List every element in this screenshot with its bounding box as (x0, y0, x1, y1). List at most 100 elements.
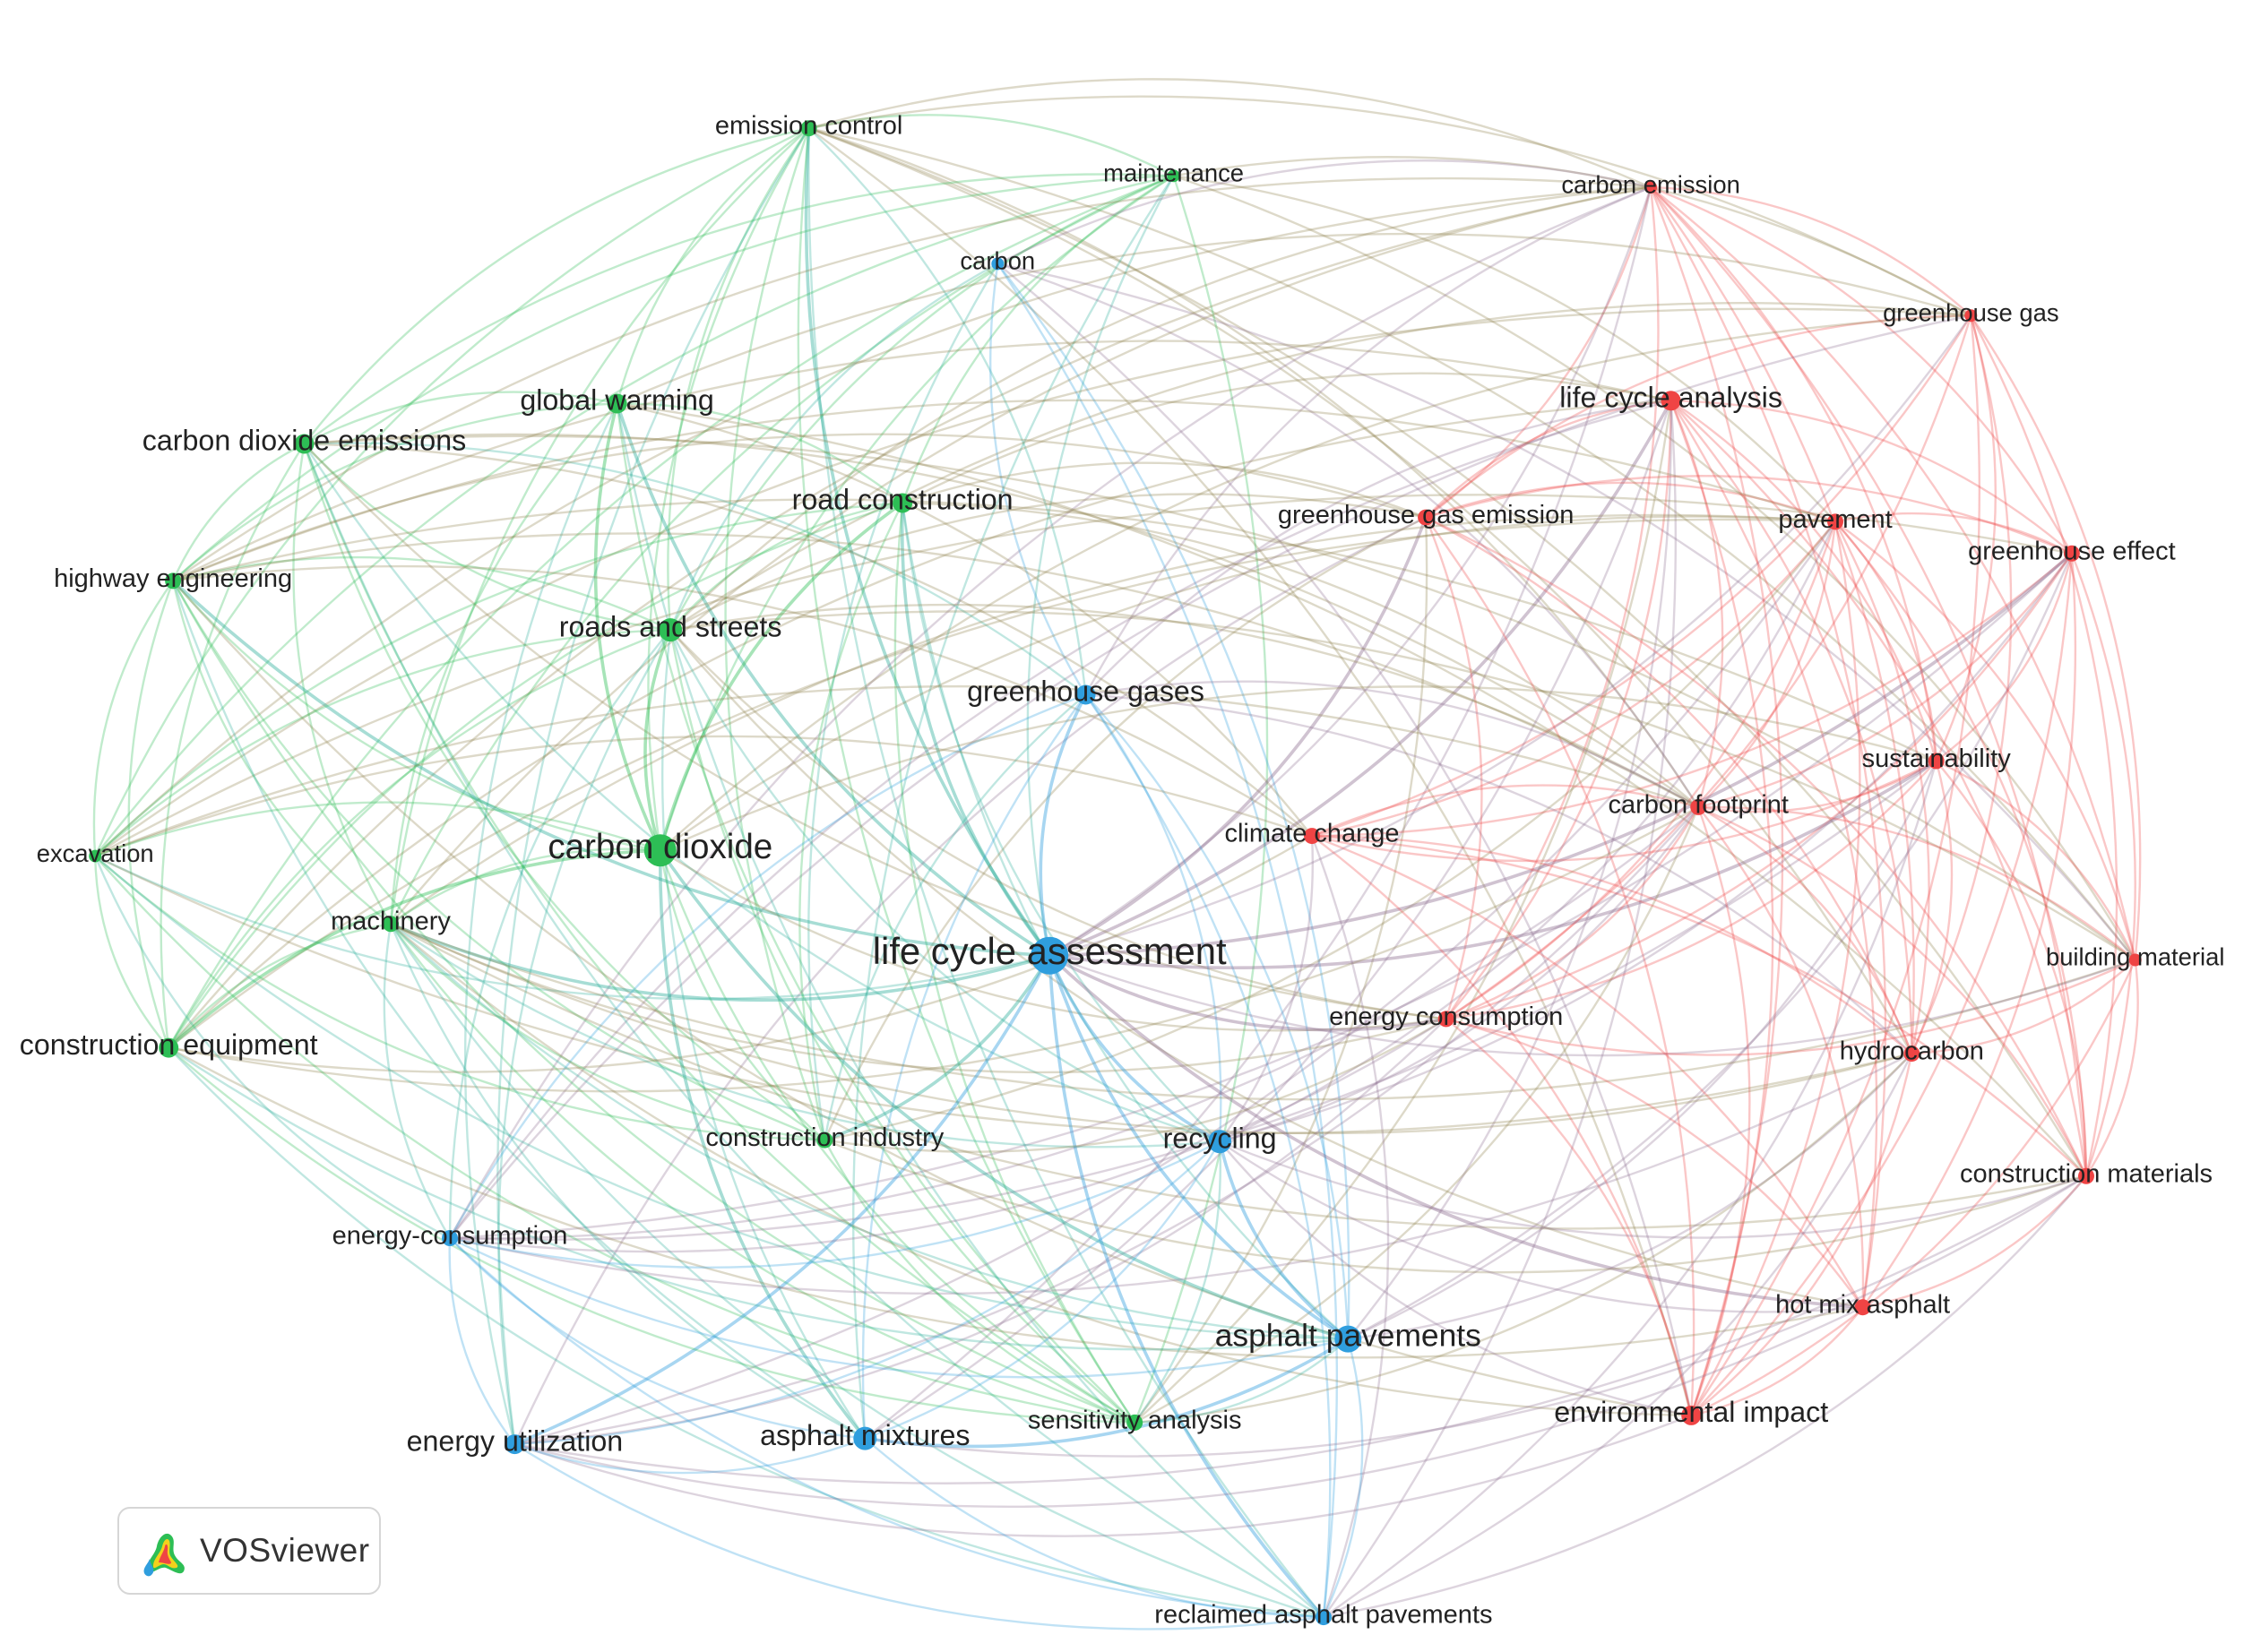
network-edge (1424, 516, 1695, 1417)
node-label-sensitivity-analysis[interactable]: sensitivity analysis (1028, 1406, 1242, 1434)
node-label-asphalt-pavements[interactable]: asphalt pavements (1215, 1318, 1481, 1354)
network-edge (94, 628, 672, 857)
node-carbon-dioxide-emissions[interactable] (294, 434, 315, 454)
network-edge (168, 834, 1314, 1073)
network-edge (94, 185, 1652, 857)
node-life-cycle-analysis[interactable] (1661, 391, 1681, 411)
network-edge (1697, 805, 1913, 1055)
node-label-carbon-footprint[interactable]: carbon footprint (1608, 790, 1789, 819)
node-emission-control[interactable] (800, 120, 817, 137)
node-pavement[interactable] (1827, 513, 1843, 530)
node-greenhouse-gas[interactable] (1964, 309, 1978, 323)
node-carbon-emission[interactable] (1644, 181, 1658, 194)
node-carbon-footprint[interactable] (1690, 798, 1707, 815)
node-energy-hyphen-consumption[interactable] (442, 1230, 458, 1246)
node-sensitivity-analysis[interactable] (1126, 1414, 1143, 1431)
node-label-carbon-emission[interactable]: carbon emission (1561, 170, 1739, 198)
node-label-construction-materials[interactable]: construction materials (1960, 1159, 2213, 1188)
node-greenhouse-gases[interactable] (1075, 684, 1096, 705)
node-excavation[interactable] (89, 849, 102, 863)
node-recycling[interactable] (1208, 1130, 1232, 1154)
node-label-sustainability[interactable]: sustainability (1862, 744, 2012, 773)
node-label-environmental-impact[interactable]: environmental impact (1554, 1396, 1828, 1428)
node-label-greenhouse-gases[interactable]: greenhouse gases (967, 675, 1204, 708)
node-label-machinery[interactable]: machinery (331, 908, 451, 936)
node-energy-consumption[interactable] (1437, 1011, 1454, 1028)
network-edge (94, 494, 2074, 857)
node-label-hot-mix-asphalt[interactable]: hot mix asphalt (1775, 1291, 1950, 1320)
node-label-carbon-dioxide[interactable]: carbon dioxide (548, 828, 772, 866)
node-highway-engineering[interactable] (165, 572, 182, 589)
node-label-life-cycle-assessment[interactable]: life cycle assessment (873, 930, 1227, 972)
node-label-reclaimed-asphalt-pavements[interactable]: reclaimed asphalt pavements (1154, 1601, 1492, 1630)
node-asphalt-mixtures[interactable] (853, 1426, 877, 1450)
node-label-construction-equipment[interactable]: construction equipment (20, 1028, 318, 1061)
network-edge (798, 502, 904, 1141)
node-sustainability[interactable] (1928, 753, 1945, 770)
node-label-emission-control[interactable]: emission control (715, 112, 903, 141)
node-hydrocarbon[interactable] (1903, 1045, 1920, 1063)
node-construction-equipment[interactable] (159, 1037, 179, 1058)
node-carbon[interactable] (991, 257, 1005, 271)
network-edge (1670, 400, 1937, 762)
network-edge (448, 314, 1972, 1240)
node-hot-mix-asphalt[interactable] (1854, 1299, 1871, 1316)
node-label-recycling[interactable]: recycling (1163, 1122, 1277, 1154)
network-edge (1697, 521, 1837, 809)
network-edge (824, 1018, 1447, 1153)
network-edge (1134, 1052, 1913, 1424)
node-maintenance[interactable] (1167, 169, 1180, 183)
node-reclaimed-asphalt-pavements[interactable] (1315, 1609, 1332, 1626)
node-label-hydrocarbon[interactable]: hydrocarbon (1840, 1037, 1984, 1066)
node-label-roads-and-streets[interactable]: roads and streets (559, 610, 782, 642)
node-roads-and-streets[interactable] (659, 618, 683, 642)
node-climate-change[interactable] (1304, 828, 1320, 845)
node-label-greenhouse-gas-emission[interactable]: greenhouse gas emission (1278, 501, 1574, 529)
node-label-highway-engineering[interactable]: highway engineering (54, 564, 292, 593)
node-label-asphalt-mixtures[interactable]: asphalt mixtures (760, 1419, 970, 1451)
node-label-life-cycle-analysis[interactable]: life cycle analysis (1559, 382, 1782, 414)
vosviewer-logo-button[interactable]: VOSviewer (117, 1507, 381, 1595)
node-label-carbon[interactable]: carbon (960, 247, 1035, 275)
network-edge (616, 402, 2088, 1177)
node-label-greenhouse-gas[interactable]: greenhouse gas (1883, 299, 2058, 327)
node-construction-materials[interactable] (2078, 1167, 2094, 1184)
node-label-building-material[interactable]: building material (2046, 943, 2224, 971)
node-carbon-dioxide[interactable] (643, 834, 677, 867)
node-label-excavation[interactable]: excavation (37, 839, 154, 867)
node-energy-utilization[interactable] (505, 1434, 525, 1455)
node-label-climate-change[interactable]: climate change (1224, 820, 1399, 848)
node-label-energy-hyphen-consumption[interactable]: energy-consumption (332, 1222, 568, 1251)
node-global-warming[interactable] (607, 393, 627, 414)
node-environmental-impact[interactable] (1681, 1405, 1702, 1425)
node-label-pavement[interactable]: pavement (1778, 505, 1892, 534)
network-edge (724, 127, 826, 1141)
node-label-greenhouse-effect[interactable]: greenhouse effect (1968, 537, 2176, 565)
network-edge (1670, 400, 2088, 1177)
network-edge (303, 443, 1221, 1143)
node-asphalt-pavements[interactable] (1334, 1325, 1362, 1353)
network-edge (616, 402, 904, 504)
node-life-cycle-assessment[interactable] (1031, 936, 1069, 975)
node-building-material[interactable] (2128, 953, 2142, 967)
node-label-road-construction[interactable]: road construction (792, 484, 1014, 516)
node-label-construction-industry[interactable]: construction industry (705, 1123, 944, 1152)
network-edge (1445, 1018, 1693, 1417)
network-edge (1697, 805, 2088, 1177)
network-edge (513, 1414, 1693, 1537)
node-label-energy-utilization[interactable]: energy utilization (407, 1424, 624, 1457)
network-edge (1310, 834, 1390, 1619)
node-construction-industry[interactable] (816, 1131, 833, 1149)
node-road-construction[interactable] (893, 493, 913, 513)
node-greenhouse-gas-emission[interactable] (1418, 509, 1435, 526)
node-machinery[interactable] (383, 916, 399, 933)
network-edge (497, 628, 672, 1446)
network-edge (864, 1174, 2088, 1458)
node-greenhouse-effect[interactable] (2063, 545, 2080, 562)
node-label-carbon-dioxide-emissions[interactable]: carbon dioxide emissions (142, 425, 466, 457)
node-label-energy-consumption[interactable]: energy consumption (1329, 1002, 1563, 1031)
network-edge (303, 173, 1175, 445)
node-label-maintenance[interactable]: maintenance (1103, 159, 1244, 186)
node-label-global-warming[interactable]: global warming (520, 384, 713, 417)
